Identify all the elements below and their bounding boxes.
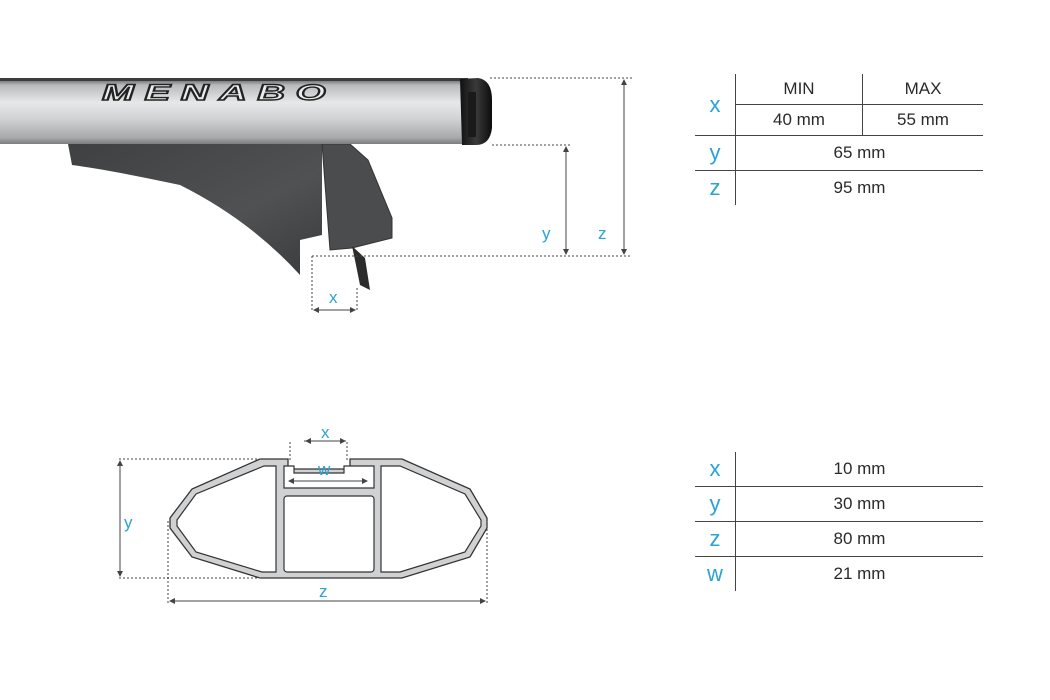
z-value: 80 mm: [735, 521, 983, 557]
foot-dimensions-table: x MIN MAX 40 mm 55 mm y 65 mm z 95 mm: [695, 74, 983, 205]
dimension-y-label: y: [542, 224, 551, 243]
y-value: 30 mm: [735, 486, 983, 522]
roof-bar: [0, 80, 468, 144]
row-label-w: w: [695, 556, 736, 591]
brand-logo: MENABO: [102, 80, 336, 105]
table-row: 40 mm 55 mm: [695, 104, 983, 136]
row-label-z: z: [695, 170, 736, 205]
table-row: x 10 mm: [695, 452, 983, 487]
profile-y-label: y: [124, 513, 133, 532]
w-value: 21 mm: [735, 556, 983, 591]
table-row: w 21 mm: [695, 556, 983, 591]
dimension-z-label: z: [598, 224, 607, 243]
foot-body: [68, 144, 322, 275]
x-min-value: 40 mm: [735, 104, 863, 136]
row-label-z: z: [695, 521, 736, 557]
profile-z-label: z: [319, 582, 328, 601]
x-value: 10 mm: [833, 459, 886, 478]
bar-profile-cross-section: [169, 458, 488, 579]
y-value: 65 mm: [735, 135, 983, 171]
dimension-x-label: x: [329, 288, 338, 307]
header-min: MIN: [735, 74, 863, 105]
row-label-x: x: [695, 74, 736, 136]
profile-w-label: w: [318, 460, 331, 479]
header-max: MAX: [904, 79, 942, 98]
profile-dimensions-table: x 10 mm y 30 mm z 80 mm w 21 mm: [695, 452, 983, 591]
row-label-x: x: [695, 452, 736, 487]
table-row: x MIN MAX: [695, 74, 983, 136]
row-label-y: y: [695, 135, 736, 171]
table-row: z 95 mm: [695, 170, 983, 205]
table-row: y 65 mm: [695, 135, 983, 171]
row-label-y: y: [695, 486, 736, 522]
table-row: z 80 mm: [695, 521, 983, 557]
profile-x-label: x: [321, 423, 330, 442]
x-max-value: 55 mm: [862, 104, 983, 136]
table-row: y 30 mm: [695, 486, 983, 522]
z-value: 95 mm: [735, 170, 983, 205]
